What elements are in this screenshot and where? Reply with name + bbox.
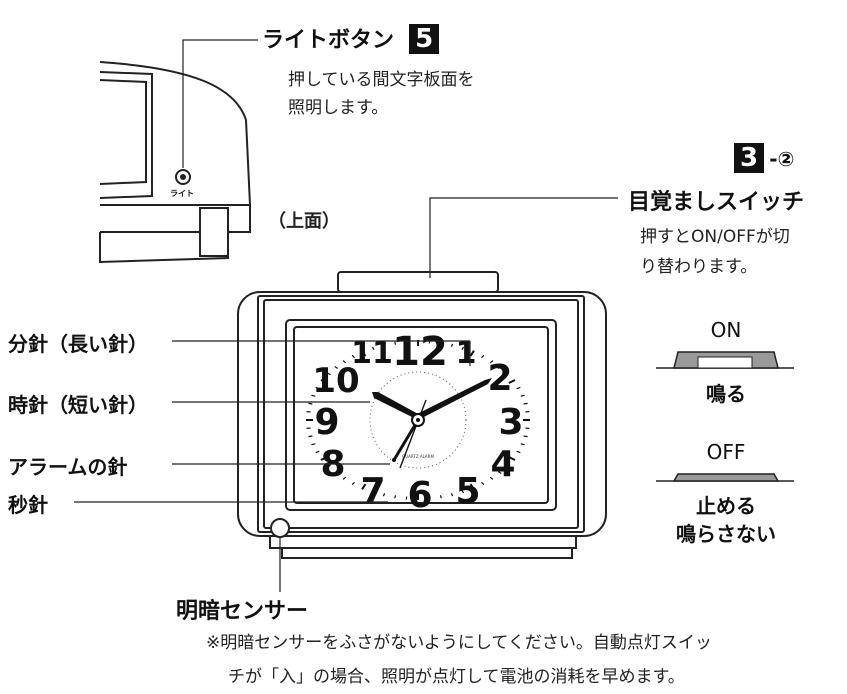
dial-number-3: 3 xyxy=(498,402,523,443)
dial-number-6: 6 xyxy=(407,475,432,516)
light-button-desc-line2: 照明します。 xyxy=(288,94,475,122)
sensor-note-line2: チが「入」の場合、照明が点灯して電池の消耗を早めます。 xyxy=(206,660,712,694)
hour-hand-label: 時針（短い針） xyxy=(8,389,148,418)
dial-tick xyxy=(524,436,528,437)
dial-number-12: 12 xyxy=(392,329,448,375)
alarm-switch-desc: 押すとON/OFFが切 り替わります。 xyxy=(640,222,790,282)
switch-off-desc-line2: 鳴らさない xyxy=(660,520,792,548)
switch-on-desc: 鳴る xyxy=(676,378,776,407)
alarm-switch-badge: 3 xyxy=(734,143,764,173)
alarm-switch-title: 目覚ましスイッチ xyxy=(628,184,804,216)
light-button-badge: 5 xyxy=(409,24,439,54)
light-button-title: ライトボタン xyxy=(262,28,394,53)
alarm-switch-badge-suffix: -② xyxy=(769,147,794,171)
switch-off-desc: 止める 鳴らさない xyxy=(660,492,792,548)
switch-off-desc-line1: 止める xyxy=(660,492,792,520)
alarm-switch-desc-line1: 押すとON/OFFが切 xyxy=(640,222,790,252)
switch-off-label: OFF xyxy=(676,440,776,464)
light-button-desc: 押している間文字板面を 照明します。 xyxy=(288,66,475,122)
dial-tick xyxy=(308,403,312,404)
sensor-note-line1: ※明暗センサーをふさがないようにしてください。自動点灯スイッ xyxy=(206,626,712,660)
switch-off-illustration xyxy=(656,474,794,481)
dial-brand-text: QUARTZ ALARM xyxy=(402,454,434,459)
second-hand-label: 秒針 xyxy=(8,489,48,518)
switch-on-illustration xyxy=(656,352,794,368)
alarm-switch-leader xyxy=(430,198,618,278)
dial-tick xyxy=(524,403,528,404)
light-icon-label: ライト xyxy=(170,188,194,199)
dial-number-4: 4 xyxy=(490,444,515,485)
alarm-hand-label: アラームの針 xyxy=(8,451,127,480)
top-view-label: （上面） xyxy=(268,207,340,233)
switch-on-label: ON xyxy=(676,318,776,342)
alarm-switch-ref: 3 -② xyxy=(734,143,794,173)
dial-number-5: 5 xyxy=(455,471,480,512)
light-button-desc-line1: 押している間文字板面を xyxy=(288,66,475,94)
dial-tick xyxy=(308,436,312,437)
alarm-switch-desc-line2: り替わります。 xyxy=(640,252,790,282)
sensor-title: 明暗センサー xyxy=(176,593,308,625)
dial-number-9: 9 xyxy=(314,402,339,443)
dial-tick xyxy=(395,495,396,498)
minute-hand-label: 分針（長い針） xyxy=(8,328,148,357)
light-button-heading: ライトボタン 5 xyxy=(262,22,439,54)
top-view-clock xyxy=(100,62,250,262)
light-sensor-icon xyxy=(271,519,289,537)
dial-tick xyxy=(440,495,441,498)
dial-number-7: 7 xyxy=(360,471,385,512)
light-button-icon xyxy=(176,170,190,184)
sensor-note: ※明暗センサーをふさがないようにしてください。自動点灯スイッ チが「入」の場合、… xyxy=(206,626,712,694)
